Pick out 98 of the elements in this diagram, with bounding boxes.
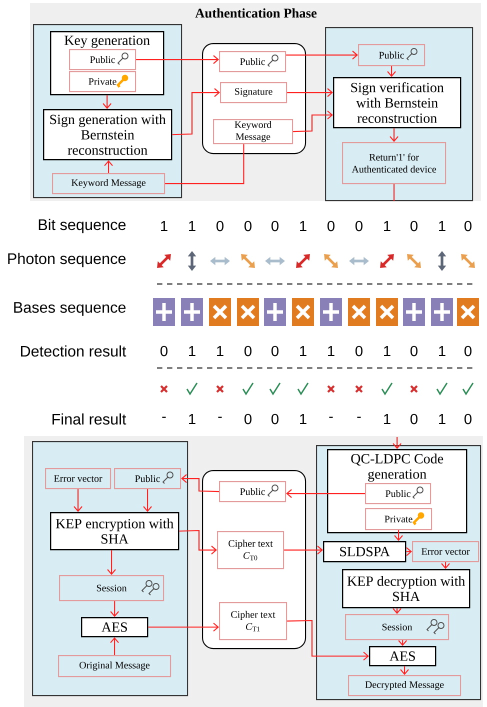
bit-value: 1 <box>384 346 390 356</box>
bit-value: - <box>218 416 222 418</box>
arrow <box>387 66 396 77</box>
bit-value: 0 <box>355 220 362 232</box>
process-box: SLDSPA <box>323 541 406 562</box>
data-box: Error vector <box>412 541 480 562</box>
arrow <box>74 489 82 512</box>
data-box: Error vector <box>45 468 112 490</box>
bit-value: 1 <box>300 220 306 232</box>
bit-value: 0 <box>355 346 362 356</box>
arrow <box>179 530 217 554</box>
bit-value: 0 <box>327 220 334 232</box>
process-box: Sign generation with Bernstein reconstruction <box>43 109 172 160</box>
arrow <box>392 608 402 614</box>
arrow <box>400 666 409 675</box>
bit-value: - <box>329 416 333 418</box>
data-box: Public <box>365 483 432 504</box>
arrow <box>286 489 365 498</box>
arrow <box>110 637 119 655</box>
bit-value: 1 <box>300 346 306 356</box>
arrow <box>286 50 358 60</box>
arrow <box>287 88 333 97</box>
data-box: Cipher text C$_{T0}$ <box>217 531 284 570</box>
row-label: Detection result <box>21 345 126 357</box>
arrow <box>284 546 323 554</box>
bit-value: 1 <box>384 220 390 232</box>
connector-line <box>394 184 395 202</box>
bit-value: 1 <box>384 414 390 424</box>
arrow <box>398 640 407 646</box>
row-label: Bit sequence <box>38 218 126 234</box>
arrow <box>104 160 113 173</box>
row-label: Bases sequence <box>14 302 126 316</box>
data-box: Public <box>358 44 426 66</box>
arrow <box>143 489 152 512</box>
arrow <box>148 622 219 632</box>
bit-value: 1 <box>161 220 168 232</box>
arrow <box>172 88 220 136</box>
bit-value: 0 <box>271 346 278 356</box>
bit-value: 0 <box>244 414 252 424</box>
arrow <box>441 562 450 569</box>
process-box: KEP encryption with SHA <box>50 512 180 550</box>
bit-value: 1 <box>300 414 306 424</box>
bit-value: 1 <box>439 220 446 232</box>
arrow <box>181 474 220 492</box>
arrow <box>390 128 398 142</box>
process-box: KEP decryption with SHA <box>342 569 470 608</box>
arrow <box>293 110 333 132</box>
bit-value: 0 <box>410 220 418 232</box>
bit-value: - <box>357 416 361 418</box>
row-label: Photon sequence <box>8 252 126 268</box>
data-box: Public <box>219 481 286 502</box>
data-box: Private <box>365 508 432 530</box>
bit-value: 1 <box>217 346 224 356</box>
process-box: Sign verification with Bernstein reconstruction <box>333 77 462 128</box>
data-box: Keyword Message <box>213 119 294 144</box>
bit-value: 1 <box>328 346 334 356</box>
arrow <box>392 437 402 449</box>
process-box: AES <box>81 617 148 638</box>
arrow <box>102 95 112 109</box>
row-label: Final result <box>52 413 126 425</box>
bit-value: 0 <box>464 220 472 232</box>
data-box: Public <box>219 51 286 72</box>
data-box: Decrypted Message <box>348 675 462 696</box>
data-box: Return'1' for Authenticated device <box>342 142 446 184</box>
bit-value: 0 <box>464 346 472 356</box>
bit-value: 0 <box>271 220 278 232</box>
bit-value: 0 <box>464 414 472 424</box>
data-box: Signature <box>220 82 288 104</box>
bit-value: 1 <box>189 346 196 356</box>
arrow <box>136 55 219 64</box>
arrow <box>107 550 116 575</box>
bit-value: - <box>162 416 166 418</box>
arrow <box>406 547 412 556</box>
bit-value: 0 <box>410 414 418 424</box>
data-box: Session <box>345 614 450 640</box>
bit-value: 0 <box>244 220 252 232</box>
data-box: Keyword Message <box>52 173 166 194</box>
bit-value: 1 <box>189 414 196 424</box>
data-box: Original Message <box>58 655 172 678</box>
bit-value: 1 <box>439 414 446 424</box>
data-box: Private <box>69 71 136 92</box>
bit-value: 0 <box>410 346 418 356</box>
arrow <box>394 530 403 541</box>
data-box: Public <box>114 468 182 490</box>
title: Authentication Phase <box>195 8 317 18</box>
process-box: AES <box>369 646 436 666</box>
data-box: Public <box>69 49 136 70</box>
bit-value: 0 <box>271 414 278 424</box>
bit-value: 1 <box>189 220 196 232</box>
bit-value: 0 <box>244 346 252 356</box>
bit-value: 0 <box>216 220 224 232</box>
arrow <box>110 601 119 617</box>
data-box: Session <box>59 575 164 602</box>
bit-value: 1 <box>439 346 446 356</box>
bit-value: 0 <box>160 346 168 356</box>
connector-line <box>165 144 244 184</box>
arrow <box>287 620 369 660</box>
data-box: Cipher text C$_{T1}$ <box>219 602 288 640</box>
